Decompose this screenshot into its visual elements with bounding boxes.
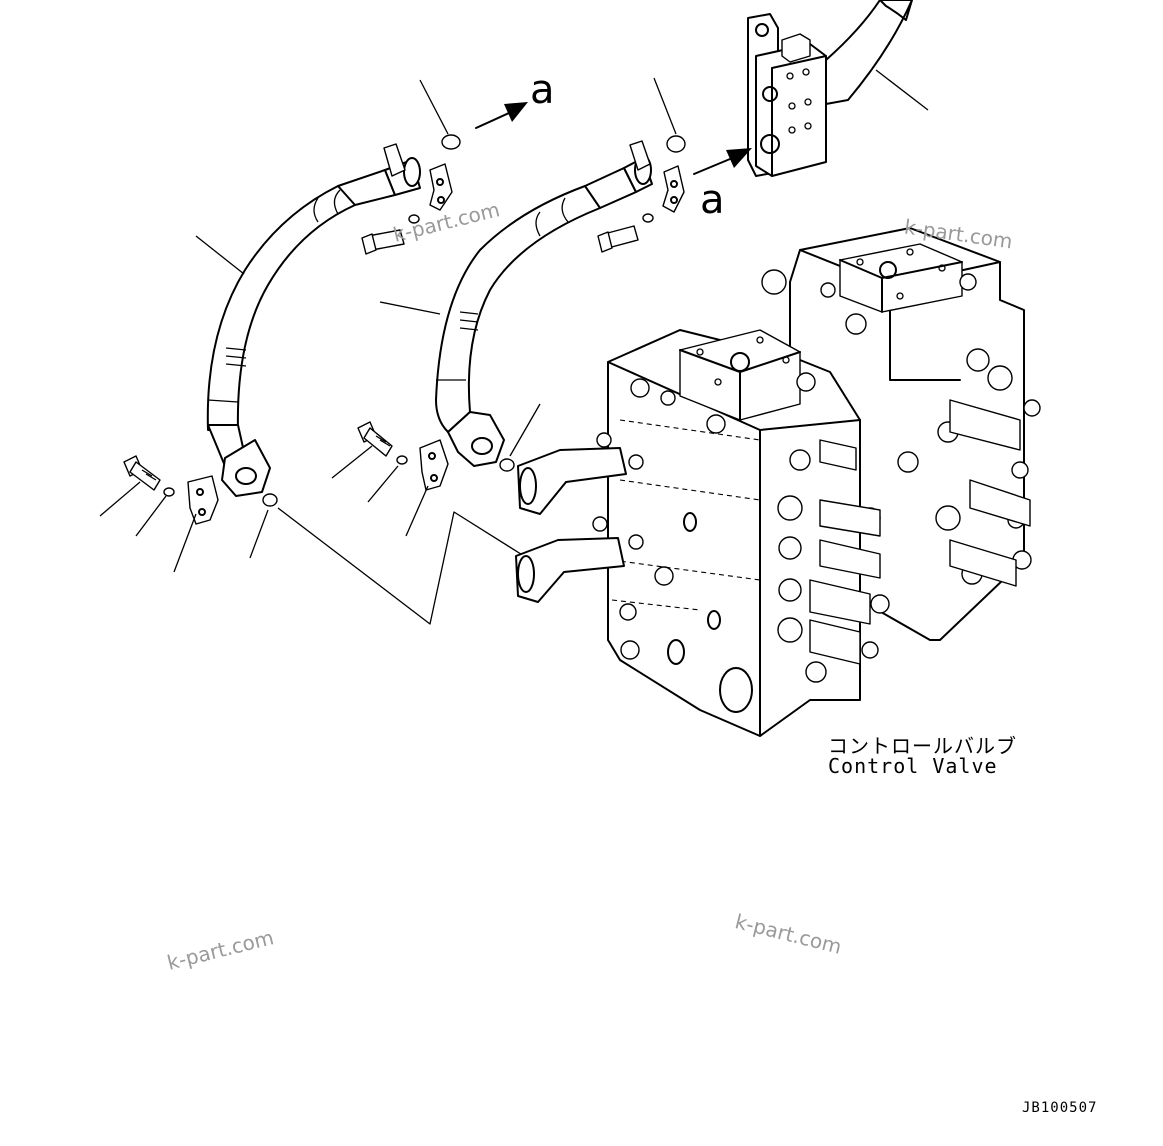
clamp-half-middle-bottom [419, 439, 449, 491]
clamp-half-left-bottom [187, 475, 219, 525]
arrow-a-left [475, 102, 528, 129]
arrow-label-a-right: a [700, 177, 725, 223]
arrow-a-right [693, 148, 752, 175]
arrow-label-a-left: a [530, 67, 555, 113]
o-ring-middle-bottom [499, 458, 515, 472]
control-valve [515, 227, 1041, 737]
o-ring-left-top [441, 134, 461, 150]
bolt-left-bottom [123, 455, 175, 497]
leader-lines [99, 69, 929, 625]
drawing-number: JB100507 [1022, 1100, 1098, 1116]
bolt-left-top [361, 214, 420, 255]
clamp-flange-middle-top [629, 140, 685, 213]
clamp-flange-left-top [383, 143, 453, 211]
control-valve-label-japanese: コントロールバルブ [828, 734, 1017, 758]
bolt-middle-bottom [357, 421, 408, 465]
o-ring-left-bottom [262, 493, 278, 507]
bolt-middle-top [597, 213, 654, 253]
hose-middle [435, 155, 653, 467]
connector-block [747, 0, 913, 177]
o-ring-middle-top [666, 135, 686, 153]
control-valve-label-english: Control Valve [828, 754, 998, 778]
